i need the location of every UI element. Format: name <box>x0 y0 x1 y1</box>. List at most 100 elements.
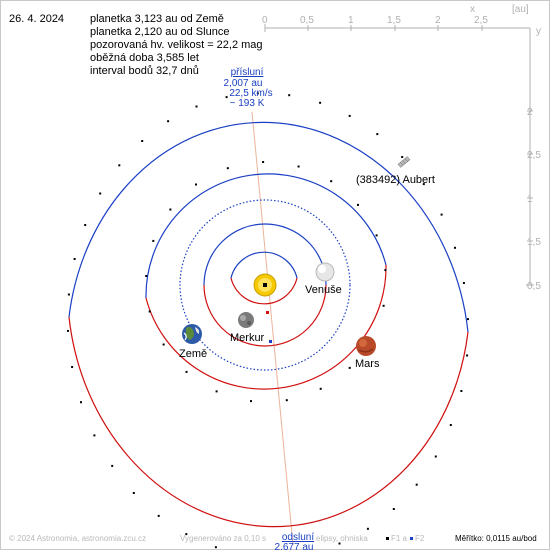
aphelion-title: odsluní <box>282 532 314 543</box>
mercury-icon <box>238 312 254 328</box>
f2-swatch-icon <box>410 537 413 541</box>
earth-icon <box>182 324 202 344</box>
orbit-point-marker <box>256 92 259 95</box>
asteroid-label: (383492) Aubert <box>356 174 435 186</box>
x-tick-label: 0,5 <box>300 15 314 26</box>
orbit-point-marker <box>215 390 218 393</box>
apsis-line <box>251 111 294 546</box>
f2-label: F2 <box>415 534 425 543</box>
orbit-point-marker <box>348 114 351 117</box>
x-tick-label: 1 <box>348 15 354 26</box>
orbit-point-marker <box>152 239 155 242</box>
orbit-point-marker <box>162 343 165 346</box>
orbit-point-marker <box>375 234 378 237</box>
orbit-point-marker <box>262 161 265 163</box>
orbit-point-marker <box>415 483 418 486</box>
orbit-point-marker <box>67 329 69 332</box>
perihelion-temperature: ~ 193 K <box>230 98 265 109</box>
focus-f1-marker <box>266 311 269 314</box>
orbit-point-marker <box>157 514 160 517</box>
legend-f1: F1 a <box>386 534 407 543</box>
venus-label: Venuše <box>305 284 342 296</box>
x-tick-label: 2 <box>435 15 441 26</box>
copyright-link[interactable]: © 2024 Astronomia, astronomia.zcu.cz <box>9 534 147 543</box>
orbit-point-marker <box>467 318 469 321</box>
orbit-point-marker <box>250 400 252 403</box>
orbit-point-marker <box>118 164 121 167</box>
perihelion-distance: 2,007 au <box>224 78 263 89</box>
orbit-point-marker <box>348 366 351 369</box>
ellipse-note: elipsy, ohniska <box>316 534 368 543</box>
orbit-point-marker <box>449 424 452 426</box>
f1-label: F1 a <box>391 534 408 543</box>
orbit-point-marker <box>460 390 463 392</box>
y-tick-label: 2,5 <box>527 150 541 161</box>
orbit-point-marker <box>148 310 151 313</box>
orbit-point-marker <box>454 246 456 249</box>
date-label: 26. 4. 2024 <box>9 13 65 25</box>
orbit-point-marker <box>71 366 74 368</box>
orbit-point-marker <box>132 492 135 494</box>
asteroid-point-markers <box>67 92 469 549</box>
scale-axis-labels: 0 0,5 1 1,5 2 2,5 x [au] y 2 2,5 1 1,5 0… <box>262 4 541 292</box>
orbit-point-marker <box>73 258 76 260</box>
orbit-point-marker <box>185 370 188 373</box>
mercury-orbit-above <box>230 251 298 279</box>
y-tick-label: 2 <box>527 107 533 118</box>
earth-label: Země <box>179 348 207 360</box>
orbit-point-marker <box>93 434 96 437</box>
orbit-point-marker <box>466 354 469 357</box>
venus-orbit-below <box>203 284 327 347</box>
aphelion-annotation: odsluní 2,677 au <box>275 532 315 550</box>
orbit-point-marker <box>67 293 70 296</box>
orbit-point-marker <box>319 387 322 390</box>
generation-time: Vygenerováno za 0,10 s <box>180 534 266 543</box>
orbit-point-marker <box>285 399 288 402</box>
info-panel: planetka 3,123 au od Země planetka 2,120… <box>90 13 263 78</box>
asteroid-orbit-above <box>68 121 469 333</box>
orbit-point-marker <box>384 269 387 272</box>
aphelion-distance: 2,677 au <box>275 542 314 550</box>
focus-f2-marker <box>269 340 272 343</box>
perihelion-title: přísluní <box>231 67 264 78</box>
f1-swatch-icon <box>386 537 389 541</box>
orbit-point-marker <box>422 183 425 186</box>
x-tick-label: 1,5 <box>387 15 401 26</box>
perihelion-speed: 22,5 km/s <box>229 88 272 99</box>
orbit-point-marker <box>366 527 369 530</box>
planet-orbits <box>68 121 469 528</box>
orbit-point-marker <box>80 401 82 404</box>
mars-orbit-below <box>145 264 387 390</box>
scale-axes <box>264 24 534 286</box>
x-tick-label: 2,5 <box>474 15 488 26</box>
orbit-point-marker <box>434 455 437 458</box>
orbit-point-marker <box>288 94 291 97</box>
mars-orbit-above <box>145 173 387 299</box>
orbit-point-marker <box>338 542 341 545</box>
orbit-point-marker <box>167 120 170 123</box>
venus-icon <box>315 262 335 282</box>
orbit-point-marker <box>401 156 404 158</box>
orbit-point-marker <box>99 192 102 195</box>
scale-label: Měřítko: 0,0115 au/bod <box>455 534 537 543</box>
orbit-point-marker <box>141 140 144 142</box>
orbit-point-marker <box>195 183 197 186</box>
orbit-point-marker <box>330 180 333 183</box>
orbit-point-marker <box>319 101 322 104</box>
info-line-period: oběžná doba 3,585 let <box>90 52 199 64</box>
mercury-orbit-below <box>230 277 298 305</box>
axis-unit-label: [au] <box>512 4 529 15</box>
mercury-label: Merkur <box>230 332 265 344</box>
orbit-point-marker <box>225 96 228 99</box>
info-line-interval: interval bodů 32,7 dnů <box>90 65 199 77</box>
orbit-point-marker <box>214 546 217 549</box>
asteroid-orbit-below <box>68 316 469 528</box>
sun-icon <box>253 273 277 297</box>
mars-label: Mars <box>355 358 380 370</box>
orbit-point-marker <box>111 464 114 467</box>
orbit-point-marker <box>382 304 385 307</box>
x-tick-label: 0 <box>262 15 268 26</box>
mars-icon <box>356 336 376 356</box>
